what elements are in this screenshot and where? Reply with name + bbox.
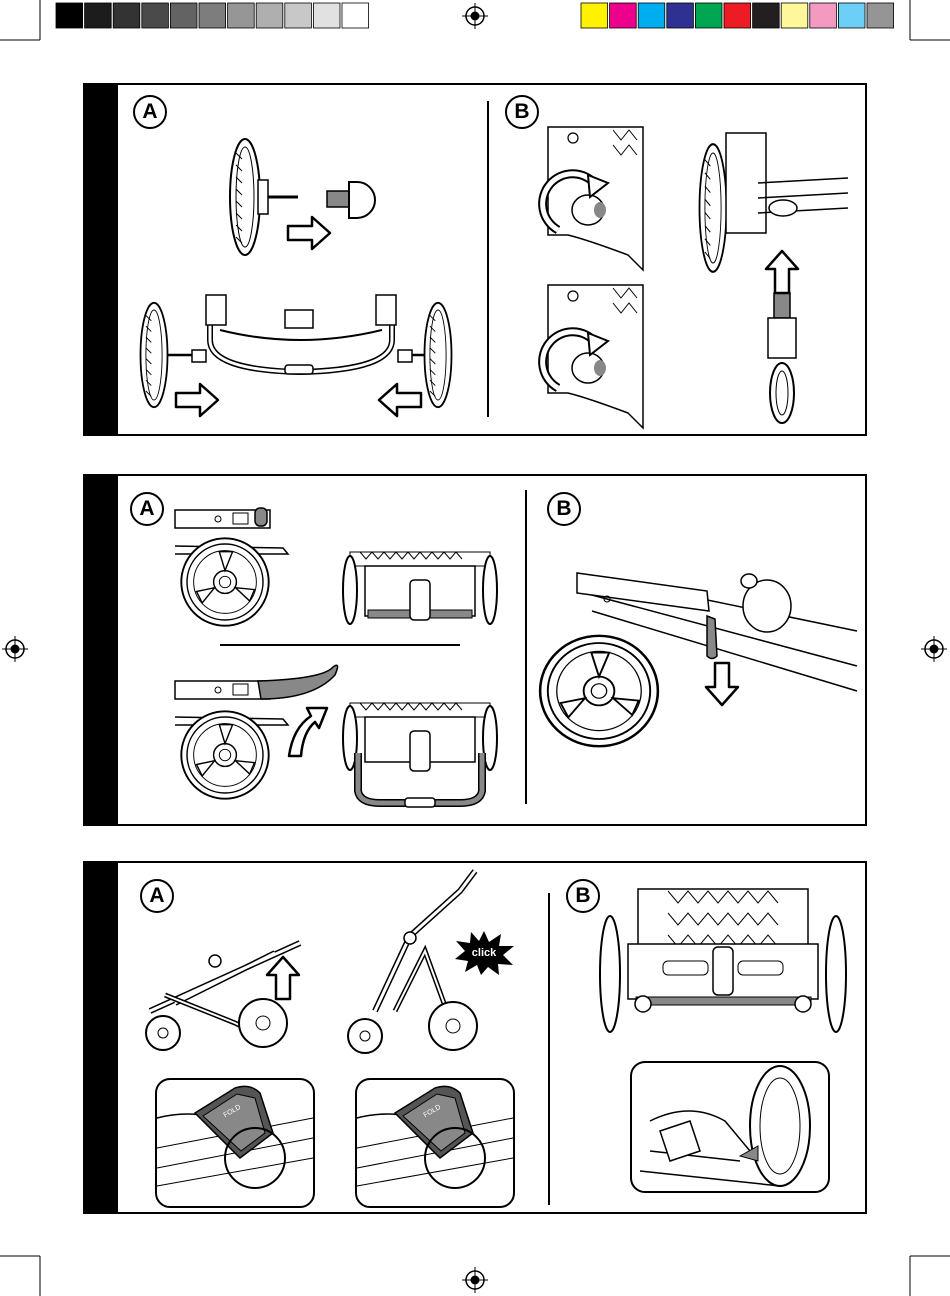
lift-up-arrow-icon (266, 953, 300, 1001)
step-label-b: B (505, 95, 539, 129)
step-label-a: A (140, 879, 174, 913)
wheel-lock-detail-illustration (630, 1061, 830, 1193)
push-right-arrow-left-wheel (173, 380, 223, 420)
step-divider (548, 893, 550, 1205)
panel-spine (85, 85, 118, 434)
step-label-a: A (130, 492, 164, 526)
before-after-separator (220, 644, 460, 646)
swivel-lock-rotate-illustration-bottom (528, 283, 648, 428)
push-right-arrow-icon (285, 213, 335, 253)
instruction-panel-2: A B (83, 474, 867, 826)
stroller-front-view-illustration (598, 889, 848, 1039)
push-up-arrow-icon (762, 245, 802, 295)
brake-bar-folded-side-illustration (173, 502, 308, 627)
brake-bar-folded-front-illustration (340, 552, 500, 634)
swivel-lock-rotate-illustration-top (528, 125, 648, 270)
brake-bar-raised-front-illustration (340, 703, 500, 811)
push-down-arrow-icon (700, 659, 744, 714)
click-label: click (461, 946, 507, 960)
instruction-panel-3: A B click FOLD (83, 861, 867, 1214)
instruction-panel-1: A B (83, 83, 867, 436)
step-label-b: B (566, 879, 600, 913)
step-label-a: A (133, 95, 167, 129)
fold-lock-detail-left (155, 1078, 315, 1208)
panel-spine (85, 476, 118, 824)
step-divider (525, 490, 527, 804)
panel-spine (85, 863, 118, 1212)
push-left-arrow-right-wheel (375, 380, 425, 420)
curved-up-arrow-icon (283, 698, 333, 758)
step-divider (487, 101, 489, 417)
fold-lock-detail-right (355, 1078, 515, 1208)
step-label-b: B (547, 492, 581, 526)
